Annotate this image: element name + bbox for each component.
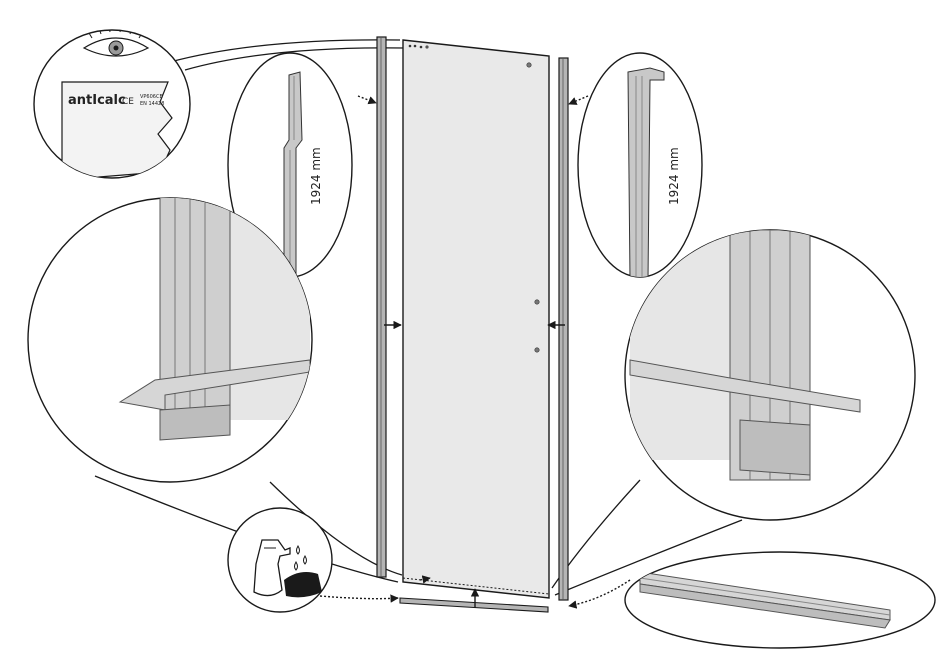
dotted-arrow-right-detail [569,96,588,104]
right-profile-callout: 1924 mm [578,53,702,280]
panel-hole-low [535,348,539,352]
label-check-callout: antIcalc CE VP606CE EN 14428 [34,26,190,180]
bottom-seal-callout [625,552,935,648]
left-wall-profile [377,37,386,577]
dotted-arrow-left-detail [358,96,376,103]
right-wall-profile [559,58,568,600]
product-code: VP606CE [140,94,163,100]
panel-hole-top [527,63,531,67]
length-label-left: 1924 mm [309,147,323,205]
cleaning-callout [228,508,332,612]
glass-panel [403,40,549,598]
bottom-right-detail-callout [625,230,915,520]
length-label-right: 1924 mm [667,147,681,205]
dotted-arrow-cleaning [320,596,398,599]
brand-logo-text: antIcalc [68,93,126,108]
panel-hole-mid [535,300,539,304]
bottom-seal-strip [400,598,548,612]
dotted-arrow-seal-detail [569,580,630,606]
standard-code: EN 14428 [140,101,164,107]
ce-mark: CE [122,97,134,107]
